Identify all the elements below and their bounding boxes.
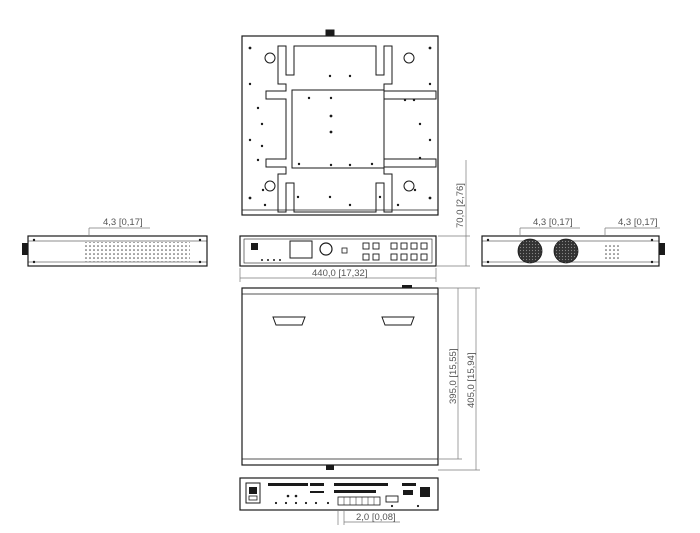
left-side-view — [22, 235, 208, 267]
front-panel-outline — [239, 235, 437, 267]
rear-terminal-block — [337, 496, 381, 506]
dim-label-right-fan: 4,3 [0,17] — [533, 217, 573, 228]
dim-label-height: 70,0 [2,76] — [455, 183, 466, 228]
dim-label-rear-offset: 2,0 [0,08] — [356, 512, 396, 523]
dim-label-right-rear: 4,3 [0,17] — [618, 217, 658, 228]
dimension-lines — [88, 160, 660, 525]
bottom-view — [241, 285, 439, 470]
front-jog-knob — [319, 242, 333, 256]
front-button-grid — [362, 242, 428, 261]
dim-label-left-side: 4,3 [0,17] — [103, 217, 143, 228]
bottom-view-foot — [272, 316, 306, 326]
right-side-view — [481, 235, 665, 267]
fan-grill — [517, 238, 543, 264]
rear-serial-port — [385, 495, 399, 503]
top-view-mount-hole — [403, 180, 415, 192]
power-socket — [245, 482, 261, 504]
left-side-vent — [85, 242, 190, 262]
rear-connector-strip — [268, 483, 430, 497]
bottom-view-foot — [381, 316, 415, 326]
top-view-mount-hole — [403, 52, 415, 64]
top-view-rib-frame — [265, 45, 437, 213]
fan-grill — [553, 238, 579, 264]
rear-view — [239, 477, 439, 511]
top-view-mount-hole — [264, 180, 276, 192]
top-view-outline — [241, 35, 439, 216]
bottom-view-outline — [241, 287, 439, 466]
top-view — [241, 29, 439, 216]
dim-label-width: 440,0 [17,32] — [312, 268, 367, 279]
dim-label-depth-outer: 405,0 [15,94] — [466, 353, 477, 408]
front-display — [289, 240, 313, 259]
top-view-mount-hole — [264, 52, 276, 64]
right-side-vent — [603, 243, 621, 261]
dim-label-depth-inner: 395,0 [15,55] — [448, 349, 459, 404]
rear-panel-outline — [239, 477, 439, 511]
front-view — [239, 235, 437, 267]
